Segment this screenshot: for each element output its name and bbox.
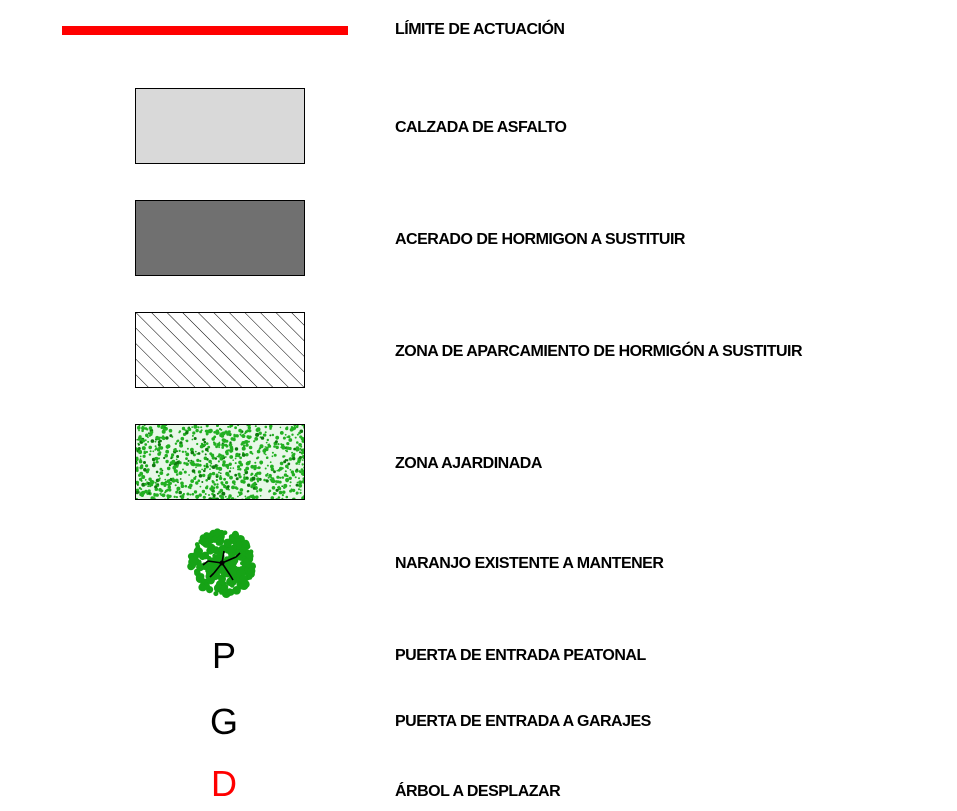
legend-label-acerado: ACERADO DE HORMIGON A SUSTITUIR [395,231,685,248]
legend-label-ajardinada: ZONA AJARDINADA [395,455,542,472]
legend-label-garajes: PUERTA DE ENTRADA A GARAJES [395,713,651,730]
legend-label-limite: LÍMITE DE ACTUACIÓN [395,21,565,38]
legend-label-desplazar: ÁRBOL A DESPLAZAR [395,783,561,800]
legend-tree-symbol [186,527,258,599]
legend-label-peatonal: PUERTA DE ENTRADA PEATONAL [395,647,646,664]
legend-letter-g: G [209,701,238,742]
legend-garden-swatch [135,424,305,500]
orange-tree-icon [187,528,256,598]
legend-label-aparcamiento: ZONA DE APARCAMIENTO DE HORMIGÓN A SUSTI… [395,343,803,360]
hatch-pattern-icon [136,313,304,387]
legend-letter-p: P [211,635,236,676]
legend-limit-line-icon [62,26,348,35]
legend-label-naranjo: NARANJO EXISTENTE A MANTENER [395,555,664,572]
legend-letter-d: D [211,763,237,804]
legend-hatch-swatch [135,312,305,388]
legend-sidewalk-swatch [135,200,305,276]
green-stipple-icon [136,425,304,499]
legend-label-calzada: CALZADA DE ASFALTO [395,119,567,136]
legend-asphalt-swatch [135,88,305,164]
